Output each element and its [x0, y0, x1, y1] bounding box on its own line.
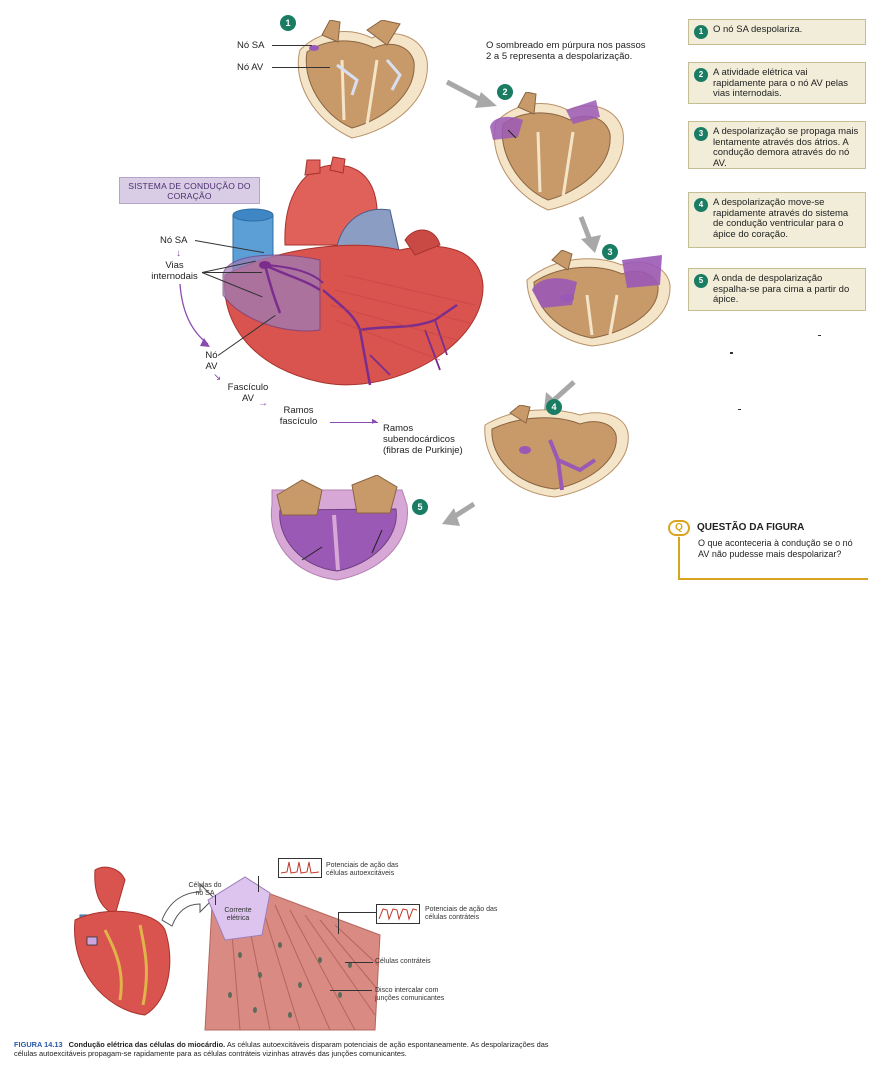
- heart-step-1: [282, 19, 442, 145]
- figure-question: Q QUESTÃO DA FIGURA O que aconteceria à …: [668, 520, 868, 582]
- step-box-5: 5 A onda de despolarização espalha-se pa…: [688, 268, 866, 311]
- step-box-4: 4 A despolarização move-se rapidamente a…: [688, 192, 866, 248]
- label-main-no-av: Nó AV: [205, 350, 218, 372]
- step-5-badge: 5: [412, 499, 428, 515]
- arrow-vias-av: [179, 283, 210, 347]
- arrow-ramos-sub: [330, 422, 378, 423]
- myocardium-tissue: [200, 865, 385, 1035]
- system-title: SISTEMA DE CONDUÇÃO DO CORAÇÃO: [128, 181, 251, 201]
- ap-contr-box: [376, 904, 420, 924]
- leader-cells-sa: [215, 895, 216, 905]
- caption-title: Condução elétrica das células do miocárd…: [68, 1040, 226, 1049]
- label-main-no-sa: Nó SA: [160, 235, 188, 246]
- step-box-2: 2 A atividade elétrica vai rapidamente p…: [688, 62, 866, 104]
- step-box-3-text: A despolarização se propaga mais lentame…: [713, 126, 859, 169]
- leader-ap-contr-v: [338, 912, 339, 934]
- leader-disc: [330, 990, 372, 991]
- leader-vias: [202, 272, 262, 273]
- step-box-4-num: 4: [694, 198, 708, 212]
- question-bottom-rule: [678, 578, 868, 580]
- zoom-arrow: [161, 882, 215, 927]
- label-contract-cells: Células contráteis: [375, 958, 431, 965]
- question-icon: Q: [668, 520, 690, 536]
- heart-step-3: [522, 249, 682, 350]
- step-box-5-text: A onda de despolarização espalha-se para…: [713, 273, 850, 305]
- leader-contract-cells: [345, 962, 373, 963]
- leader-ap-contr: [338, 912, 376, 913]
- label-ramos-sub: Ramos subendocárdicos (fibras de Purkinj…: [383, 423, 463, 456]
- heart-step-5: [262, 474, 412, 583]
- label-cells-sa: Células do nó SA: [188, 882, 222, 897]
- step-box-1: 1 O nó SA despolariza.: [688, 19, 866, 45]
- arrow-fasc-ramos: →: [258, 398, 268, 409]
- arrow-sa-vias: ↓: [176, 248, 181, 259]
- question-text: O que aconteceria à condução se o nó AV …: [698, 538, 853, 559]
- system-title-box: SISTEMA DE CONDUÇÃO DO CORAÇÃO: [119, 177, 260, 204]
- label-fasciculo: Fascículo AV: [227, 382, 269, 404]
- leader-no-av-top: [272, 67, 330, 68]
- label-ap-contr: Potenciais de ação das células contrátei…: [425, 906, 498, 921]
- label-no-sa-top: Nó SA: [237, 40, 265, 51]
- caption-text: As células autoexcitáveis disparam poten…: [14, 1040, 549, 1058]
- stray-mark-3: [738, 409, 741, 410]
- step-box-3: 3 A despolarização se propaga mais lenta…: [688, 121, 866, 169]
- stray-mark-1: [818, 335, 821, 336]
- flow-arrow-1-2: [445, 79, 497, 108]
- step-box-1-num: 1: [694, 25, 708, 39]
- question-title: QUESTÃO DA FIGURA: [697, 522, 805, 533]
- shading-note: O sombreado em púrpura nos passos 2 a 5 …: [486, 40, 646, 62]
- label-ap-auto: Potenciais de ação das células autoexcit…: [326, 862, 399, 877]
- leader-no-sa-top: [272, 45, 312, 46]
- step-box-1-text: O nó SA despolariza.: [713, 24, 803, 35]
- label-corrente: Corrente elétrica: [224, 907, 252, 922]
- label-vias: Vias internodais: [151, 260, 198, 282]
- step-4-badge: 4: [546, 399, 562, 415]
- heart-step-4: [480, 404, 640, 500]
- arrow-av-fasc: ↘: [213, 372, 222, 383]
- step-box-5-num: 5: [694, 274, 708, 288]
- label-ramos-fasciculo: Ramos fascículo: [279, 405, 318, 427]
- ap-auto-box: [278, 858, 322, 878]
- question-rule: [678, 537, 680, 579]
- heart-step-2: [478, 91, 638, 217]
- caption-label: FIGURA 14.13: [14, 1040, 63, 1049]
- step-box-4-text: A despolarização move-se rapidamente atr…: [713, 197, 849, 240]
- stray-mark-2: [730, 352, 733, 354]
- leader-ap-auto: [258, 876, 259, 892]
- label-no-av-top: Nó AV: [237, 62, 264, 73]
- step-2-badge: 2: [497, 84, 513, 100]
- step-box-3-num: 3: [694, 127, 708, 141]
- flow-arrow-4-5: [442, 501, 476, 526]
- arrow-ramos-sub-head: ▸: [372, 416, 378, 427]
- step-1-badge: 1: [280, 15, 296, 31]
- main-heart: [195, 155, 495, 410]
- step-3-badge: 3: [602, 244, 618, 260]
- label-disc: Disco intercalar com junções comunicante…: [375, 987, 445, 1002]
- figure-caption: FIGURA 14.13 Condução elétrica das célul…: [14, 1040, 554, 1058]
- small-heart-thumb: [65, 860, 175, 1020]
- step-box-2-text: A atividade elétrica vai rapidamente par…: [713, 67, 849, 99]
- step-box-2-num: 2: [694, 68, 708, 82]
- flow-arrow-2-3: [578, 216, 601, 253]
